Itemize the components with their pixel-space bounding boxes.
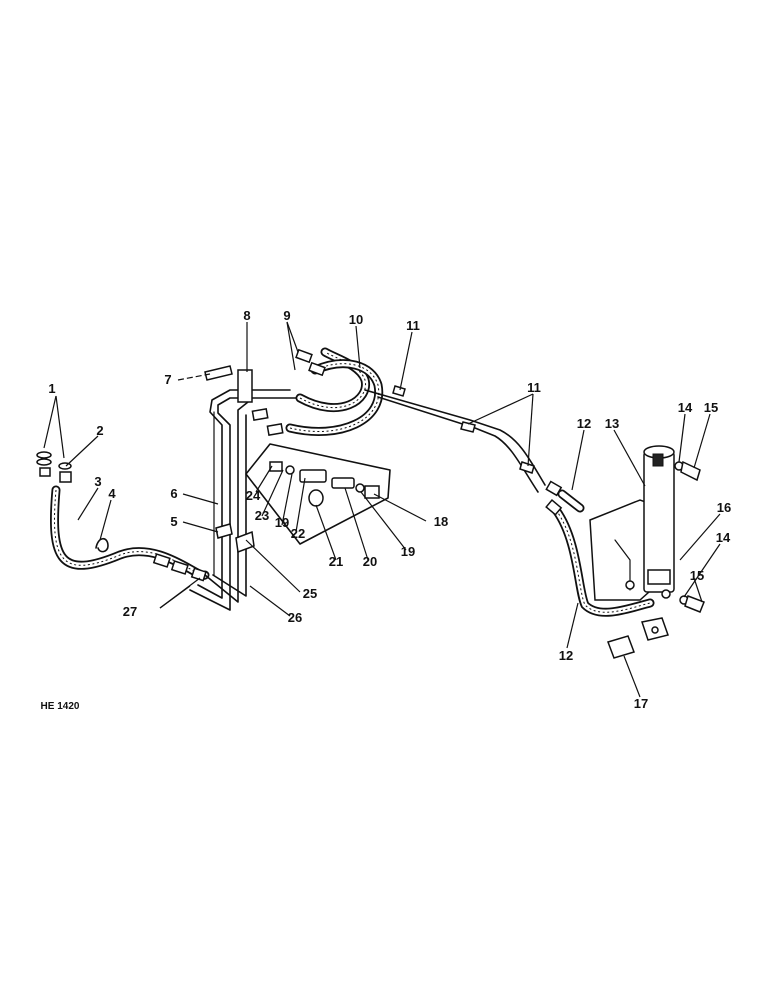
callout-20: 20 [363,554,377,569]
coupler-parts [269,461,380,507]
callout-25: 25 [303,586,317,601]
callout-11a: 11 [406,318,420,333]
clip-part-5 [215,523,233,539]
callout-10: 10 [349,312,363,327]
callout-8: 8 [243,308,250,323]
callout-15b: 15 [690,568,704,583]
left-hose [49,485,210,580]
pipe-frame [189,389,301,611]
fitting-part-1 [36,451,52,477]
callout-15a: 15 [704,400,718,415]
callout-26: 26 [288,610,302,625]
callout-12b: 12 [559,648,573,663]
figure-code: HE 1420 [41,701,80,712]
top-hose-loop [251,347,384,437]
callout-19b: 19 [401,544,415,559]
callout-9: 9 [283,308,290,323]
bracket-part-7 [204,365,233,381]
clevis-and-pin-17 [607,617,669,659]
callout-7: 7 [164,372,171,387]
fitting-part-2 [58,462,72,483]
leader-lines [43,321,721,698]
callout-12a: 12 [577,416,591,431]
coupler-inset-box [245,443,391,545]
callout-13: 13 [605,416,619,431]
fittings-14-15-bottom [661,589,705,613]
fittings-14-15-top [674,460,701,482]
callout-1: 1 [48,381,55,396]
bracket-part-8 [237,369,253,403]
callout-4: 4 [108,486,116,501]
callout-3: 3 [94,474,101,489]
callout-14a: 14 [678,400,693,415]
callout-21: 21 [329,554,343,569]
cylinder-13 [643,445,675,593]
long-pipes [364,385,546,493]
callout-2: 2 [96,423,103,438]
right-hoses [545,480,655,617]
callout-16: 16 [717,500,731,515]
callout-5: 5 [170,514,177,529]
callout-17: 17 [634,696,648,711]
callout-27: 27 [123,604,137,619]
callout-18: 18 [434,514,448,529]
callout-24: 24 [246,488,261,503]
callout-23: 23 [255,508,269,523]
callout-11b: 11 [527,380,541,395]
callout-19a: 19 [275,515,289,530]
callout-22: 22 [291,526,305,541]
clip-part-4 [95,537,109,553]
hose-couplings-27 [152,553,207,582]
bracket-part-25 [235,530,255,554]
callout-6: 6 [170,486,177,501]
callout-14b: 14 [716,530,731,545]
